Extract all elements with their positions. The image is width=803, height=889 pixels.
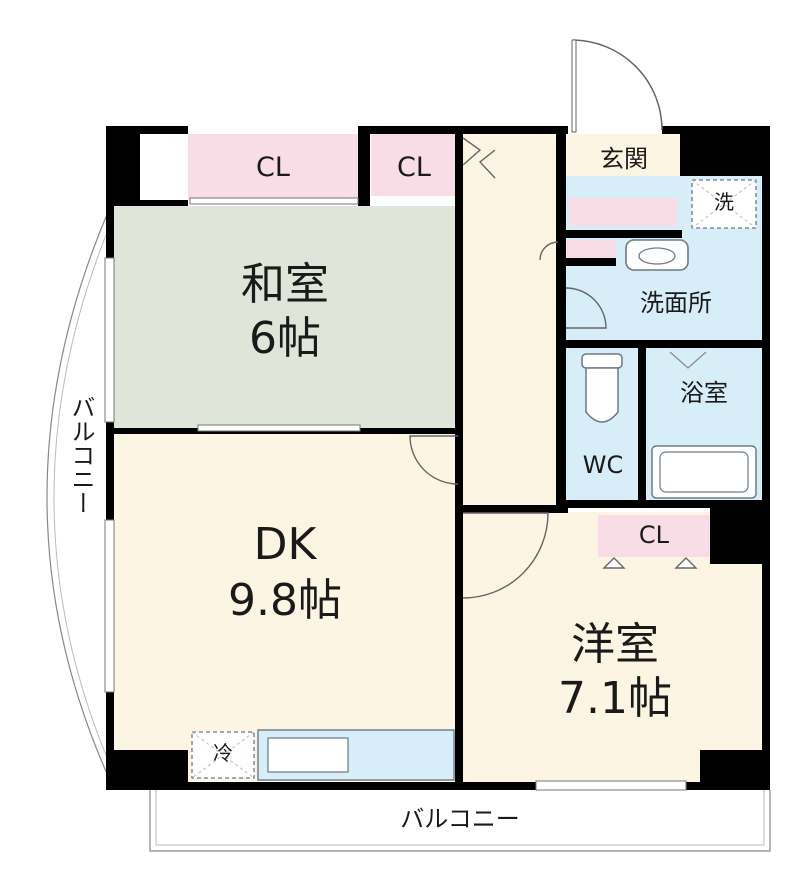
entrance-door <box>573 39 663 131</box>
balcony-west-inner <box>53 229 109 761</box>
wc-label: WC <box>582 451 624 479</box>
dk-name: DK <box>253 519 317 570</box>
washitsu-name: 和室 <box>241 259 329 310</box>
balcony-south-label: バルコニー <box>400 805 520 833</box>
senmenjo-shelf <box>566 240 616 258</box>
senmenjo-label: 洗面所 <box>640 289 712 317</box>
closet-yoshitsu-label: CL <box>638 521 670 549</box>
closet-washitsu <box>188 134 358 200</box>
yokushitsu-label: 浴室 <box>680 379 728 407</box>
genkan-shoebox <box>569 198 677 226</box>
closet-yoshitsu <box>598 515 710 557</box>
washbasin <box>625 239 689 271</box>
dk-size: 9.8帖 <box>228 575 342 626</box>
balcony-west <box>46 211 109 777</box>
walls <box>106 126 770 790</box>
yoshitsu-name: 洋室 <box>571 619 659 670</box>
doors <box>409 137 698 599</box>
yoshitsu-size: 7.1帖 <box>558 673 672 724</box>
closet-hall-label: CL <box>397 152 431 183</box>
toilet-tank <box>581 353 623 369</box>
closet-hall <box>371 134 457 196</box>
balcony-west-text: バルコニー <box>67 395 95 515</box>
genkan-label: 玄関 <box>600 145 648 173</box>
bathtub <box>651 445 757 499</box>
balcony-south <box>149 790 771 852</box>
toilet-bowl <box>585 367 619 423</box>
balcony-south-inner <box>155 790 765 846</box>
fridge-label: 冷 <box>213 741 233 765</box>
hall-floor <box>462 134 556 508</box>
dk-floor <box>113 433 458 781</box>
washitsu-floor <box>113 206 458 428</box>
closet-washitsu-label: CL <box>256 152 290 183</box>
washer-label: 洗 <box>714 190 734 214</box>
windows <box>104 197 687 791</box>
washitsu-size: 6帖 <box>249 313 321 364</box>
balcony-west-label: バルコニー <box>60 395 95 515</box>
